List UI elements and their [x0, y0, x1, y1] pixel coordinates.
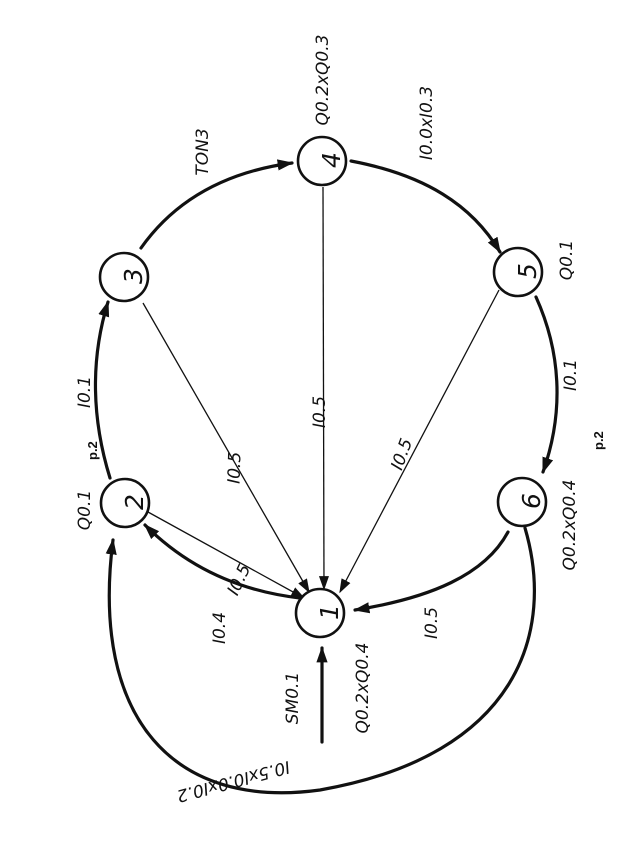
arc-6-1 [353, 530, 510, 614]
transition-6-1-label: I0.5 [422, 607, 442, 639]
transition-4-5-label: I0.0xI0.3 [417, 86, 437, 160]
page-mark-right: p.2 [591, 431, 606, 450]
arc-6-2-outer [105, 526, 536, 795]
transition-6-2-label: I0.5xI0.0xI0.2 [175, 756, 292, 805]
transition-1-2-label: I0.4 [210, 612, 230, 644]
arc-5-6 [534, 295, 559, 474]
node-3-number: 3 [119, 268, 148, 284]
node-2-number: 2 [120, 494, 149, 510]
line-2-1 [147, 511, 306, 599]
line-3-1 [142, 302, 310, 594]
transition-entry-label: SM0.1 [283, 672, 303, 725]
node-6-number: 6 [517, 493, 546, 509]
node-5: 5 [492, 246, 544, 298]
transition-5-1-label: I0.5 [387, 436, 417, 473]
arc-1-2 [143, 523, 302, 600]
transition-3-1-label: I0.5 [224, 451, 245, 484]
node-1-output-label: Q0.2xQ0.4 [353, 643, 373, 734]
transition-3-4-label: TON3 [193, 128, 213, 175]
node-1: 1 [294, 587, 346, 639]
node-1-number: 1 [315, 604, 344, 620]
transition-5-6-label: I0.1 [561, 359, 581, 391]
transition-4-1-label: I0.5 [310, 396, 330, 428]
node-2: 2 [99, 477, 151, 529]
node-5-number: 5 [513, 263, 542, 279]
node-4-output-label: Q0.2xQ0.3 [313, 35, 333, 126]
line-4-1 [318, 186, 329, 591]
page-mark-left: p.2 [85, 441, 100, 460]
line-5-1 [339, 289, 500, 594]
node-4: 4 [296, 135, 348, 187]
arc-2-3 [93, 300, 112, 480]
node-4-number: 4 [317, 152, 346, 168]
node-6: 6 [496, 476, 548, 528]
node-2-output-label: Q0.1 [75, 490, 95, 530]
node-3: 3 [98, 251, 150, 303]
node-5-output-label: Q0.1 [557, 240, 577, 280]
arc-4-5 [349, 159, 502, 254]
arc-3-4 [139, 159, 294, 250]
transition-2-1-label: I0.5 [224, 561, 256, 599]
transition-2-3-label: I0.1 [75, 376, 95, 408]
node-6-output-label: Q0.2xQ0.4 [560, 480, 580, 571]
